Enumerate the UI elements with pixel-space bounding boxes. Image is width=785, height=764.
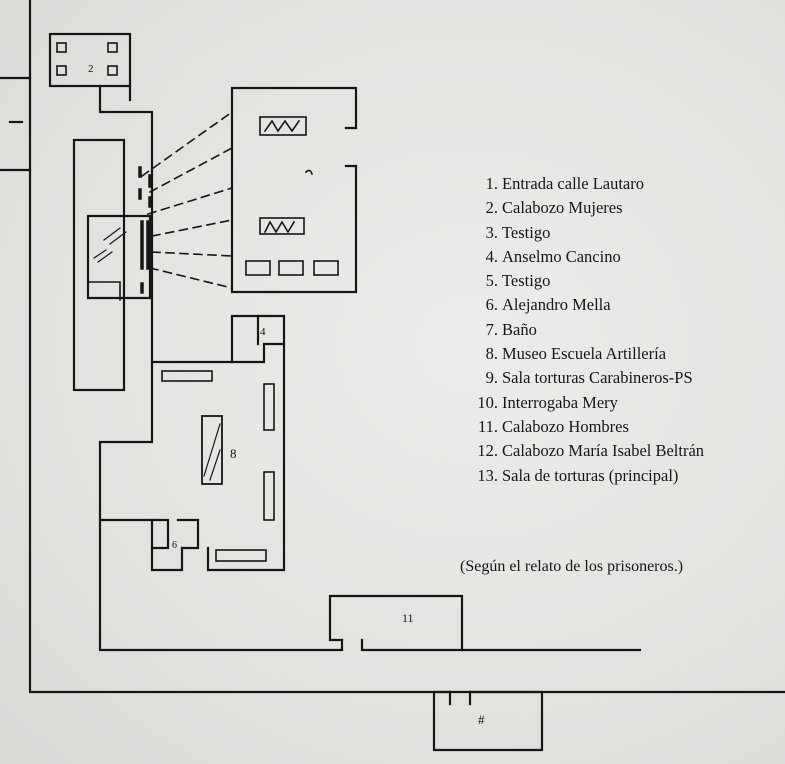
bottom-room-mark: # [478,712,485,727]
hatching-marks [93,227,127,263]
left-wing-lower-room [87,281,121,301]
legend-item: 7.Baño [485,319,537,339]
detail-room-furniture [245,116,339,276]
lower-cell-walls [150,518,200,550]
legend-list: 1.Entrada calle Lautaro 2.Calabozo Mujer… [462,172,782,488]
detail-room-door [344,126,358,168]
entrance-corridor [98,84,234,364]
hall-mark: 6 [172,540,177,551]
legend-item: 11.Calabozo Hombres [477,416,629,436]
legend-item: 1.Entrada calle Lautaro [485,174,644,193]
side-bench-upper [263,383,275,431]
legend-item: 6.Alejandro Mella [485,295,611,315]
legend-item: 8.Museo Escuela Artillería [485,344,667,364]
top-block-mark: 2 [88,63,94,75]
legend-item: 4.Anselmo Cancino [485,246,621,266]
center-room-mark: 8 [230,446,237,461]
sight-lines [140,110,234,289]
left-wing [72,138,126,392]
legend-item: 5.Testigo [485,271,551,291]
central-inner-walls [230,314,286,364]
top-right-room-mark: 4 [260,326,266,338]
legend-item: 2.Calabozo Mujeres [485,198,623,218]
lower-room [328,594,464,652]
left-wing-inner-room [86,214,152,300]
bottom-room-door [448,690,472,706]
legend-item: 3.Testigo [485,222,551,242]
bottom-room [432,690,544,752]
entrance-block [48,32,132,88]
center-table [201,415,223,485]
lower-room-mark: 11 [402,611,414,625]
detail-room-mark [304,169,314,176]
center-table-hatch [203,423,221,481]
source-note: (Según el relato de los prisoneros.) [460,558,684,575]
bottom-wall [98,518,642,652]
legend-item: 13.Sala de torturas (principal) [477,465,679,485]
central-bench [161,370,213,382]
legend-item: 9.Sala torturas Carabineros-PS [485,368,693,388]
left-stub-wall [0,76,32,172]
central-building-wall [98,314,286,572]
entrance-cells [56,42,118,76]
detail-room-wall [230,86,358,294]
legend-item: 12.Calabozo María Isabel Beltrán [477,441,705,461]
lower-bench [215,549,267,562]
legend-item: 10.Interrogaba Mery [477,392,618,412]
side-bench-lower [263,471,275,521]
cell-markers [138,166,152,294]
